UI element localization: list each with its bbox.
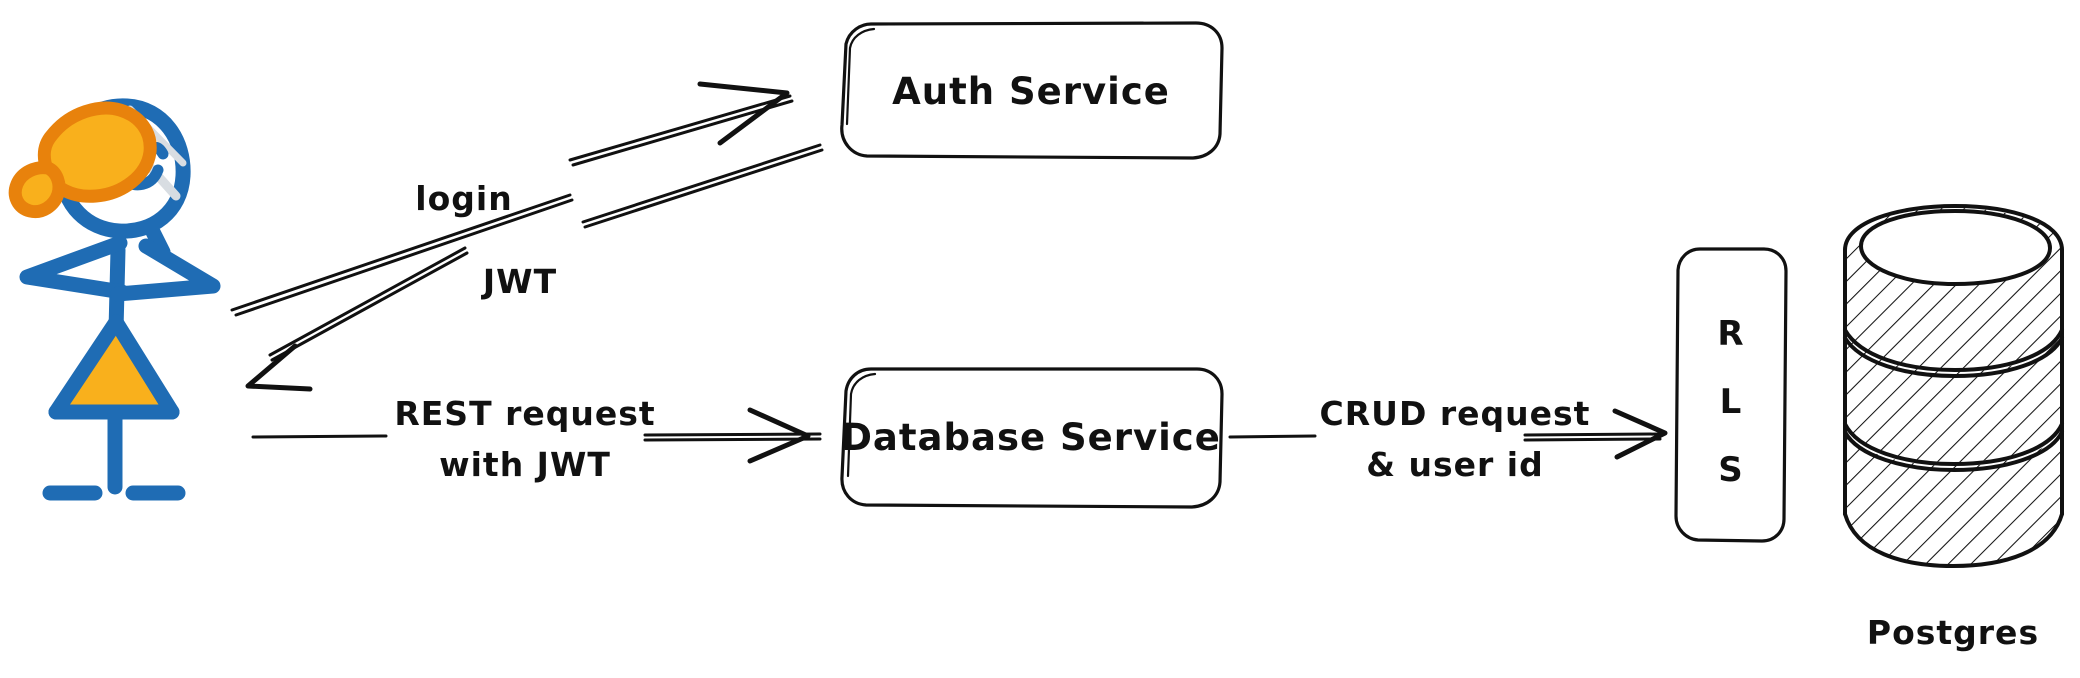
node-auth-service[interactable]: Auth Service bbox=[840, 21, 1224, 160]
edge-crud-request bbox=[1228, 408, 1668, 460]
edge-jwt bbox=[245, 143, 824, 392]
node-postgres[interactable]: Postgres bbox=[1820, 190, 2080, 652]
edge-rest-label-line2: with JWT bbox=[439, 445, 611, 484]
edge-jwt-label: JWT bbox=[481, 262, 557, 301]
rls-letter-s: S bbox=[1718, 450, 1744, 490]
edge-crud-label-line2: & user id bbox=[1366, 445, 1543, 484]
edge-login bbox=[230, 81, 794, 317]
rls-letter-l: L bbox=[1720, 382, 1743, 422]
edge-label-group: login JWT REST request with JWT CRUD req… bbox=[394, 179, 1591, 484]
postgres-label: Postgres bbox=[1867, 613, 2039, 652]
postgres-top-lid bbox=[1858, 208, 2053, 287]
edge-login-label: login bbox=[415, 179, 512, 218]
skirt-fill bbox=[62, 325, 165, 410]
database-service-label: Database Service bbox=[841, 416, 1221, 459]
edge-rest-label-line1: REST request bbox=[394, 394, 655, 433]
auth-service-label: Auth Service bbox=[892, 70, 1170, 113]
user-stick-figure bbox=[8, 98, 221, 501]
rls-letter-r: R bbox=[1717, 314, 1744, 354]
edge-crud-label-line1: CRUD request bbox=[1320, 394, 1591, 433]
hat-bow-tail bbox=[8, 161, 66, 219]
node-database-service[interactable]: Database Service bbox=[840, 367, 1224, 509]
edge-rest-request bbox=[251, 407, 822, 464]
node-rls[interactable]: R L S bbox=[1674, 247, 1788, 543]
